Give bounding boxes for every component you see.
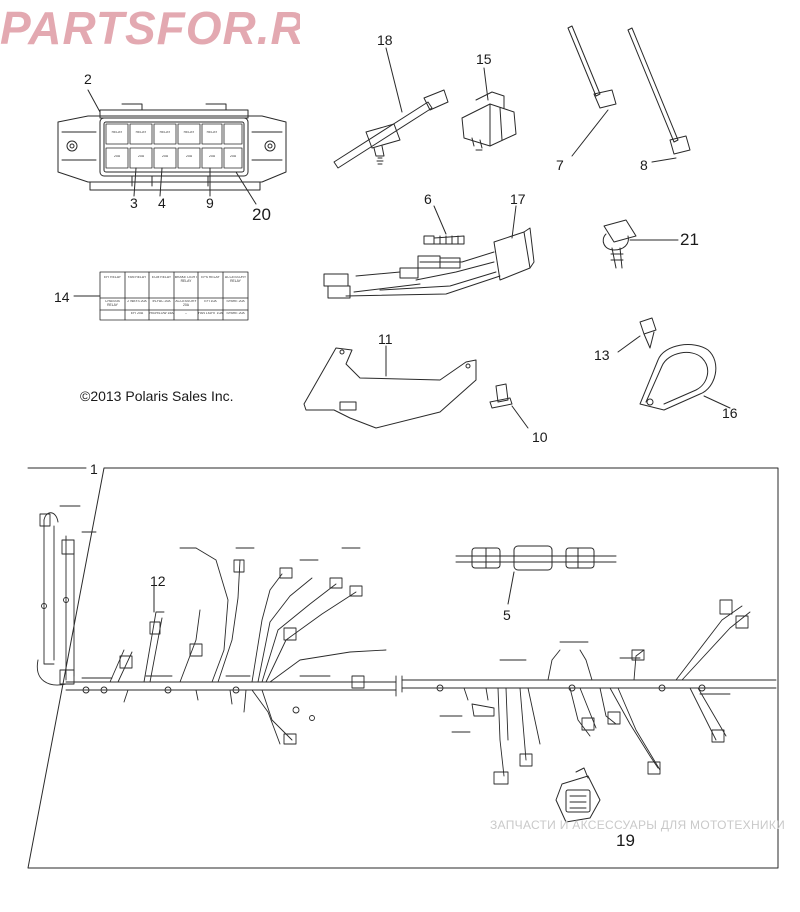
callout-17: 17 (510, 191, 526, 207)
slot-label: RELAY (111, 131, 123, 134)
watermark-caption: ЗАПЧАСТИ И АКСЕССУАРЫ ДЛЯ МОТОТЕХНИКИ (490, 818, 786, 832)
callout-9: 9 (206, 195, 214, 211)
cable-tie-short (567, 25, 617, 109)
callout-2: 2 (84, 71, 92, 87)
callout-7: 7 (556, 157, 564, 173)
callout-5: 5 (503, 607, 511, 623)
callout-18: 18 (377, 32, 393, 48)
slot-label: RELAY (206, 131, 218, 134)
control-module (555, 767, 601, 823)
table-cell: 2 WAYS 20A (127, 300, 147, 303)
callout-12: 12 (150, 573, 166, 589)
cable-tie-with-mount (333, 89, 449, 169)
table-cell: SPARE 20A (226, 312, 245, 315)
callout-8: 8 (640, 157, 648, 173)
callout-21: 21 (680, 230, 699, 249)
table-cell: ECM RELAY (151, 276, 172, 279)
main-harness-left (36, 505, 397, 745)
fuse-relay-box (57, 103, 287, 191)
slot-label: 20A (185, 155, 193, 158)
table-cell: SPARE 20A (226, 300, 245, 303)
cable-tie-long (627, 27, 691, 155)
table-cell: BRAKE LIGHT RELAY (174, 276, 198, 283)
screw (639, 317, 657, 349)
callout-11: 11 (378, 331, 393, 347)
table-cell: FAN LIGHT 10A (198, 312, 223, 315)
table-cell: CHASSIS RELAY (105, 300, 120, 307)
callout-15: 15 (476, 51, 492, 67)
table-cell: -- (184, 312, 188, 315)
mounting-bracket (303, 347, 477, 429)
table-cell: EFI 20A (130, 312, 144, 315)
slot-label: 20A (229, 155, 237, 158)
callout-1: 1 (90, 461, 98, 477)
callout-20: 20 (252, 205, 271, 224)
hose-clip (602, 219, 637, 269)
slot-label: 20A (113, 155, 121, 158)
watermark-logo: PARTSFOR.RU (0, 2, 300, 54)
sensor-connector (461, 91, 517, 151)
sub-harness (323, 227, 535, 299)
table-cell: FAN RELAY (127, 276, 147, 279)
callout-3: 3 (130, 195, 138, 211)
table-cell: EPS RELAY (201, 276, 220, 279)
callout-6: 6 (424, 191, 432, 207)
bolt (423, 235, 465, 245)
slot-label: RELAY (159, 131, 171, 134)
watermark-logo-text: PARTSFOR.RU (0, 2, 300, 54)
callout-4: 4 (158, 195, 166, 211)
callout-10: 10 (532, 429, 548, 445)
table-cell: IN-FAC 20A (152, 300, 171, 303)
push-rivet (489, 383, 513, 409)
table-cell: ACCESSORY 20A (175, 300, 197, 307)
table-cell: HIGH/LOW 15A (149, 312, 174, 315)
table-cell: EFI RELAY (103, 276, 122, 279)
callout-16: 16 (722, 405, 738, 421)
main-harness-frame (27, 467, 779, 869)
slot-label: 20A (161, 155, 169, 158)
callout-14: 14 (54, 289, 70, 305)
table-cell: ACCESSORY RELAY (224, 276, 247, 283)
slot-label: 20A (137, 155, 145, 158)
slot-label: 20A (208, 155, 216, 158)
callout-19: 19 (616, 831, 635, 850)
jumper-harness (455, 545, 617, 571)
table-cell: EFI 10A (204, 300, 217, 303)
main-harness-right (401, 599, 777, 785)
copyright-notice: ©2013 Polaris Sales Inc. (80, 388, 234, 404)
p-clamp (639, 344, 717, 411)
slot-label: RELAY (183, 131, 195, 134)
callout-13: 13 (594, 347, 610, 363)
slot-label: RELAY (135, 131, 147, 134)
